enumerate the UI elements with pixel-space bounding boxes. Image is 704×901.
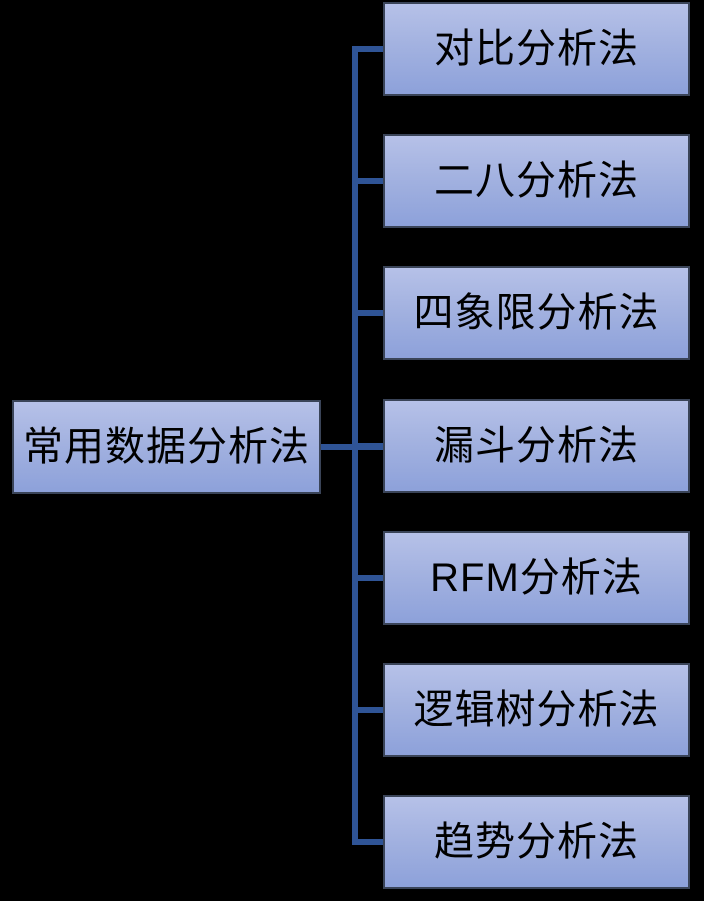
child-node-comparative-analysis: 对比分析法: [383, 2, 690, 96]
root-node: 常用数据分析法: [12, 400, 321, 494]
child-node-pareto-analysis: 二八分析法: [383, 134, 690, 228]
child-node-label: RFM分析法: [430, 556, 643, 600]
child-node-label: 逻辑树分析法: [413, 688, 660, 732]
child-node-logic-tree-analysis: 逻辑树分析法: [383, 663, 690, 757]
connector-branch-5: [352, 575, 383, 581]
child-node-label: 趋势分析法: [434, 820, 639, 864]
child-node-label: 二八分析法: [434, 159, 639, 203]
connector-branch-1: [352, 46, 383, 52]
child-node-label: 对比分析法: [434, 27, 639, 71]
child-node-label: 四象限分析法: [413, 291, 660, 335]
connector-branch-2: [352, 178, 383, 184]
child-node-label: 漏斗分析法: [434, 424, 639, 468]
connector-root-to-trunk: [319, 444, 383, 450]
child-node-funnel-analysis: 漏斗分析法: [383, 399, 690, 493]
connector-branch-6: [352, 707, 383, 713]
child-node-quadrant-analysis: 四象限分析法: [383, 266, 690, 360]
connector-branch-3: [352, 310, 383, 316]
root-node-label: 常用数据分析法: [23, 425, 310, 469]
connector-branch-7: [352, 839, 383, 845]
child-node-rfm-analysis: RFM分析法: [383, 531, 690, 625]
connector-branch-4: [352, 443, 383, 449]
child-node-trend-analysis: 趋势分析法: [383, 795, 690, 889]
